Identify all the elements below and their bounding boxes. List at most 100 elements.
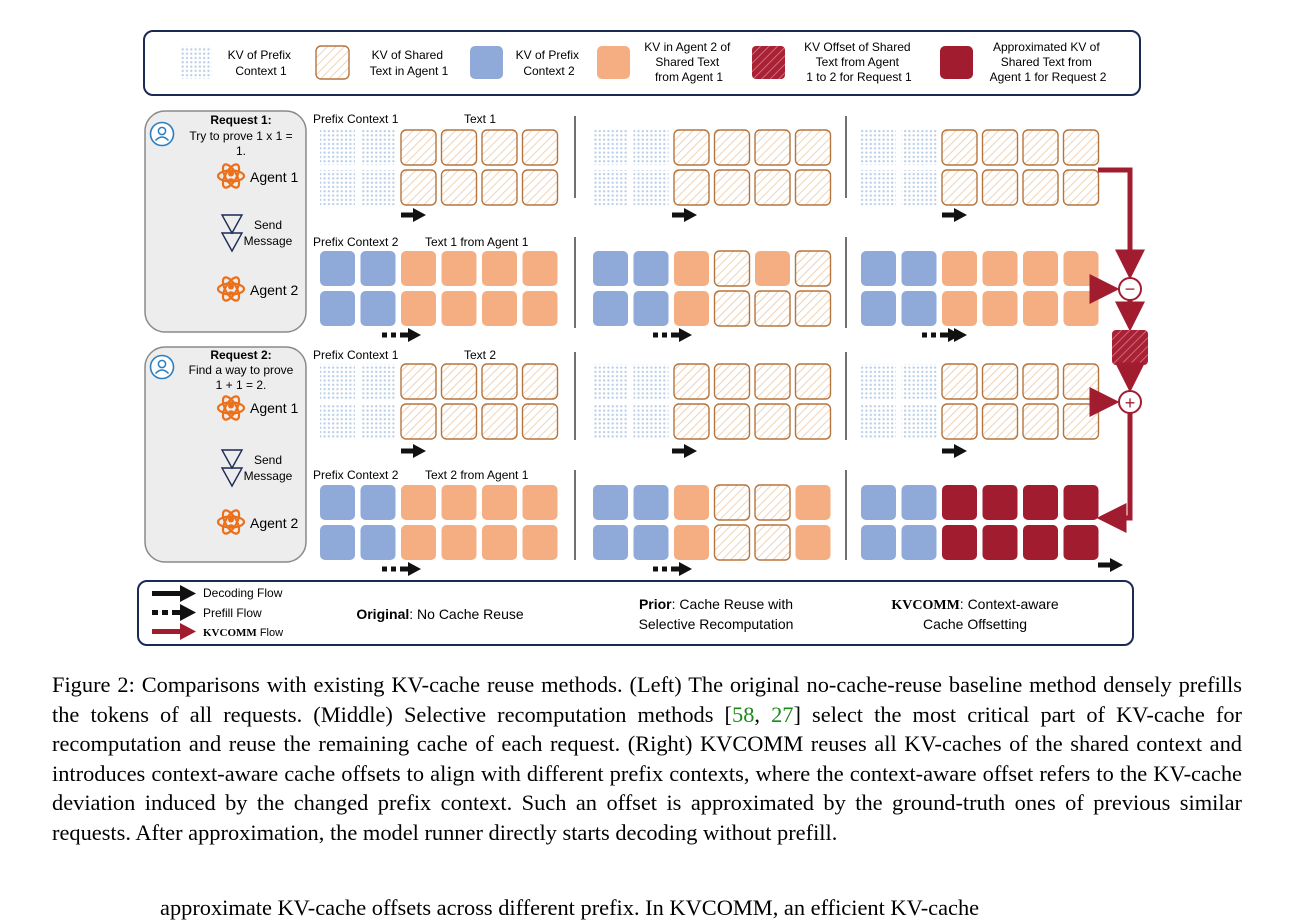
kv-token-agent2 [522,291,558,326]
kv-token-shared [941,363,978,400]
send-message-label: Send [254,453,282,467]
kv-token-shared [713,290,751,327]
method-kvcomm-label-line2: Cache Offsetting [923,616,1027,632]
kv-token-agent2 [1023,291,1058,326]
kv-token-prefix1 [320,404,355,439]
kv-token-agent2 [482,251,517,286]
kv-token-prefix2 [901,525,937,560]
kv-token-shared [673,403,710,440]
kv-token-shared [754,129,791,166]
request-2-panel: Request 2: Find a way to prove 1 + 1 = 2… [144,346,307,563]
kv-token-approximated [982,525,1018,560]
kv-token-prefix2 [861,251,896,286]
kv-token-approximated [1063,525,1099,560]
kv-token-shared [794,290,832,327]
kv-token-prefix1 [633,364,669,399]
kv-token-shared [440,363,478,400]
kv-token-agent2 [482,525,517,560]
kv-token-shared [1062,129,1100,166]
kv-token-prefix1 [633,130,669,165]
kv-token-shared [794,169,832,206]
kv-token-shared [521,403,559,440]
kv-token-agent2 [401,291,436,326]
kv-token-shared [521,129,559,166]
kv-token-prefix1 [593,130,628,165]
kv-token-prefix2 [360,291,396,326]
kv-token-prefix2 [593,525,628,560]
decoding-flow-arrow-icon [401,208,426,222]
kv-token-shared [400,363,437,400]
request-1-text: 1. [236,144,246,158]
kv-token-shared [481,169,518,206]
label-prefix-context-1: Prefix Context 1 [313,112,399,126]
kv-token-shared [941,403,978,440]
kv-token-prefix2 [593,251,628,286]
caption-text: Comparisons with existing KV-cache reuse… [52,672,1242,727]
citation-link[interactable]: 27 [771,701,794,727]
kv-token-shared [400,129,437,166]
kv-token-shared [713,524,751,561]
kv-token-shared [754,403,791,440]
agent-1-label: Agent 1 [250,169,298,185]
kv-token-prefix1 [861,364,896,399]
kvcomm-flow-arrow-icon [152,623,196,640]
kv-token-prefix1 [901,364,937,399]
kv-token-prefix2 [861,291,896,326]
kv-token-shared [481,129,518,166]
decoding-flow-arrow-icon [942,444,967,458]
send-message-label: Message [244,234,293,248]
label-text-2-from-agent-1: Text 2 from Agent 1 [425,468,529,482]
kv-token-agent2 [982,251,1018,286]
decoding-flow-arrow-icon [401,444,426,458]
kv-token-prefix2 [360,251,396,286]
legend-swatch-prefix1 [180,46,212,79]
kv-token-prefix2 [901,485,937,520]
prefill-flow-arrow-icon [382,328,421,342]
kv-token-prefix1 [360,404,396,439]
kv-token-shared [941,129,978,166]
legend-label-prefix1: KV of Prefix Context 1 [228,48,295,78]
kv-token-shared [1022,129,1059,166]
kv-token-shared [1062,403,1100,440]
prefill-flow-arrow-icon [382,562,421,576]
caption-text: ] select the most critical part of KV-ca… [52,701,1242,757]
kv-token-shared [713,250,751,287]
kv-token-prefix2 [633,291,669,326]
kv-token-agent2 [795,525,831,560]
citation-link[interactable]: 58 [732,701,755,727]
kv-token-prefix2 [901,291,937,326]
request-1-panel: Request 1: Try to prove 1 x 1 = 1. Agent… [144,110,307,333]
flow-arrows [382,208,1123,576]
kv-token-agent2 [1063,251,1099,286]
kv-token-shared [754,524,791,561]
kv-token-agent2 [441,525,477,560]
kv-token-shared [981,403,1019,440]
kv-token-shared [754,169,791,206]
kv-cache-grids [320,129,1100,561]
kv-token-shared [481,403,518,440]
kv-token-shared [713,169,751,206]
label-prefix-context-2: Prefix Context 2 [313,468,399,482]
method-prior-label: Prior: Cache Reuse with [639,596,793,612]
kvcomm-flow: − + [1089,167,1148,533]
kv-token-shared [440,169,478,206]
kv-token-agent2 [522,525,558,560]
kv-offset-block [1112,330,1148,365]
method-kvcomm-label: KVCOMM: Context-aware [891,596,1058,613]
kv-token-prefix2 [360,485,396,520]
figure-diagram: KV of Prefix Context 1 KV of Shared Text… [137,30,1148,646]
kv-token-agent2 [522,485,558,520]
decoding-flow-label: Decoding Flow [203,586,283,600]
kv-token-approximated [1023,525,1058,560]
kv-token-prefix1 [593,364,628,399]
kv-token-approximated [1063,485,1099,520]
kv-token-agent2 [482,291,517,326]
kv-token-shared [713,403,751,440]
kv-token-prefix1 [360,130,396,165]
method-original-label: Original: No Cache Reuse [356,606,524,622]
legend-label-approx: Approximated KV of Shared Text from Agen… [990,40,1107,84]
request-1-text: Try to prove 1 x 1 = [189,129,292,143]
kv-token-agent2 [482,485,517,520]
send-message-icon [220,214,244,253]
kv-token-shared [754,290,791,327]
